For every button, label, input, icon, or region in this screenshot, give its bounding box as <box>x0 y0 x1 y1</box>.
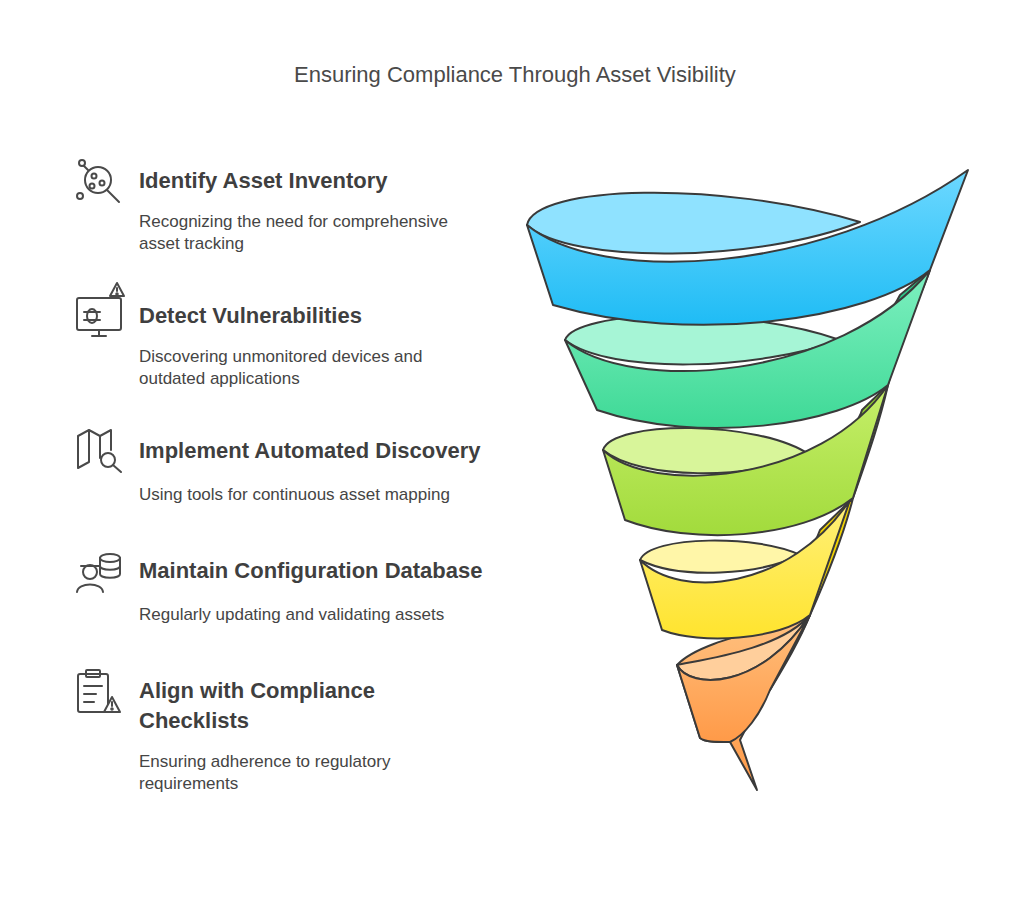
step-heading: Implement Automated Discovery <box>139 436 519 466</box>
person-database-icon <box>77 554 120 592</box>
network-search-icon <box>77 160 119 202</box>
step-description: Ensuring adherence to regulatory require… <box>139 751 479 795</box>
spiral-funnel <box>527 170 968 790</box>
step-description: Regularly updating and validating assets <box>139 604 509 626</box>
diagram-title: Ensuring Compliance Through Asset Visibi… <box>294 62 736 88</box>
step-heading: Maintain Configuration Database <box>139 556 519 586</box>
clipboard-warning-icon <box>78 670 120 712</box>
map-search-icon <box>78 430 121 472</box>
step-heading: Identify Asset Inventory <box>139 166 499 196</box>
step-description: Recognizing the need for comprehensive a… <box>139 211 489 255</box>
step-description: Using tools for continuous asset mapping <box>139 484 509 506</box>
step-description: Discovering unmonitored devices and outd… <box>139 346 489 390</box>
step-heading: Detect Vulnerabilities <box>139 301 499 331</box>
monitor-bug-icon <box>77 283 124 336</box>
step-heading: Align with Compliance Checklists <box>139 676 439 736</box>
